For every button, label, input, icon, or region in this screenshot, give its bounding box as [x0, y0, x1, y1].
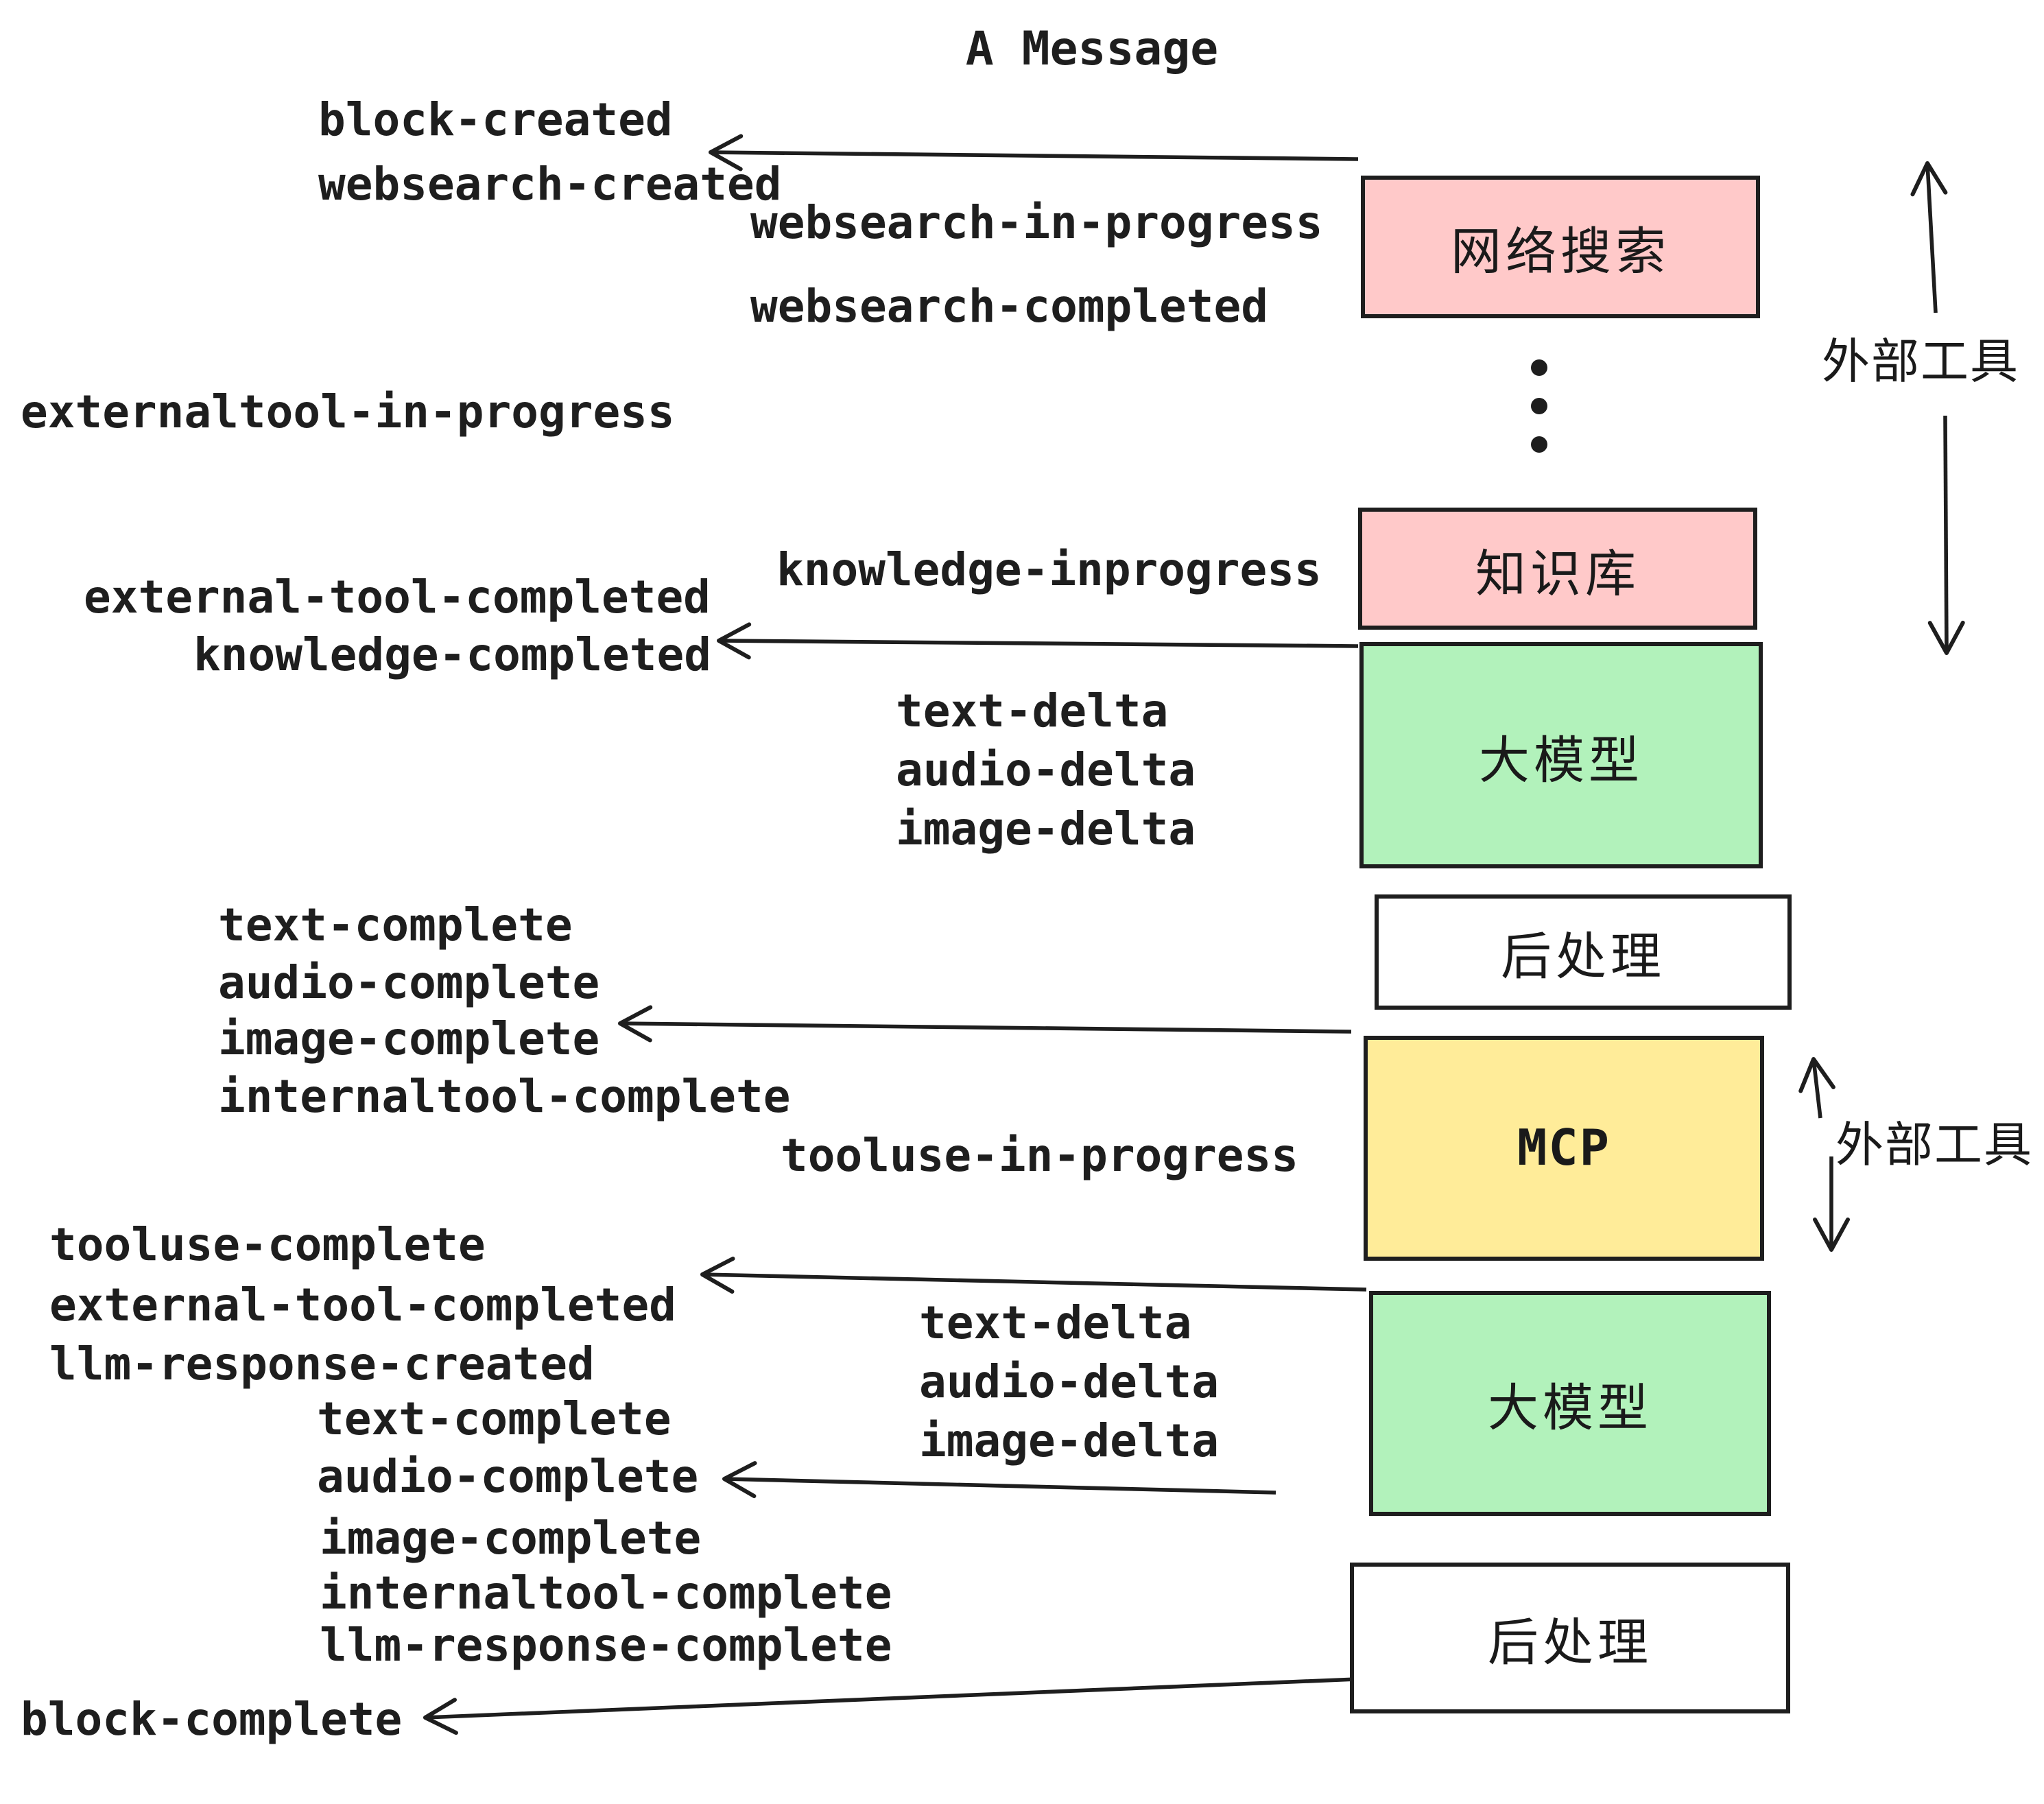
arrow-websearch-to-block-created [709, 134, 1359, 171]
event-label-audio-delta-2: audio-delta [919, 1355, 1220, 1408]
event-label-text-complete-1: text-complete [218, 898, 573, 951]
event-label-tooluse-in-progress: tooluse-in-progress [781, 1128, 1298, 1182]
event-label-image-complete-2: image-complete [320, 1511, 702, 1565]
arrow-llm2-to-tooluse-complete [700, 1257, 1367, 1294]
box-post-box-1: 后处理 [1375, 894, 1792, 1010]
event-label-llm-response-complete: llm-response-complete [320, 1618, 892, 1672]
ellipsis-dot [1531, 436, 1547, 453]
arrow-post2-to-block-complete [423, 1677, 1357, 1735]
external-tools-top-down-arrow [1927, 415, 1965, 655]
event-label-tooluse-complete: tooluse-complete [49, 1218, 486, 1271]
ellipsis-dot [1531, 398, 1547, 414]
event-label-external-tool-completed-2: external-tool-completed [49, 1278, 676, 1331]
box-knowledge-box-label: 知识库 [1475, 544, 1640, 603]
side-label-external-tools-top: 外部工具 [1822, 335, 2020, 390]
event-label-websearch-completed: websearch-completed [750, 279, 1268, 333]
event-label-text-delta-2: text-delta [919, 1296, 1192, 1349]
event-label-audio-complete-1: audio-complete [218, 956, 600, 1009]
event-label-external-tool-completed-1: external-tool-completed [84, 570, 711, 624]
box-llm-box-2: 大模型 [1369, 1291, 1771, 1516]
event-label-image-delta-2: image-delta [919, 1414, 1220, 1467]
event-label-websearch-in-progress: websearch-in-progress [750, 195, 1323, 249]
event-label-llm-response-created: llm-response-created [49, 1337, 595, 1390]
event-label-audio-complete-2: audio-complete [317, 1449, 699, 1503]
ellipsis-dots [1531, 359, 1547, 453]
box-post-box-2: 后处理 [1350, 1563, 1790, 1713]
box-post-box-1-label: 后处理 [1501, 927, 1665, 986]
event-label-block-complete: block-complete [21, 1692, 403, 1746]
box-llm-box-2-label: 大模型 [1488, 1379, 1652, 1438]
arrow-mcp-to-image-complete [618, 1005, 1352, 1043]
event-label-text-complete-2: text-complete [317, 1392, 672, 1445]
arrow-llm2-to-audio-complete [722, 1461, 1276, 1499]
box-websearch-box-label: 网络搜索 [1451, 222, 1670, 281]
event-label-externaltool-in-progress: externaltool-in-progress [21, 385, 675, 438]
box-llm-box-1: 大模型 [1359, 642, 1763, 868]
event-label-audio-delta-1: audio-delta [896, 743, 1196, 796]
event-label-image-delta-1: image-delta [896, 802, 1196, 855]
arrow-llm-to-knowledge-completed [717, 622, 1359, 660]
event-label-knowledge-inprogress: knowledge-inprogress [776, 543, 1322, 596]
box-websearch-box: 网络搜索 [1361, 176, 1760, 318]
event-label-websearch-created: websearch-created [318, 157, 782, 211]
event-label-internaltool-complete-1: internaltool-complete [218, 1069, 791, 1123]
external-tools-mcp-up-arrow [1798, 1057, 1835, 1119]
external-tools-top-up-arrow [1910, 161, 1948, 313]
diagram-title: A Message [965, 22, 1219, 77]
event-label-internaltool-complete-2: internaltool-complete [320, 1566, 892, 1619]
event-label-knowledge-completed: knowledge-completed [193, 628, 711, 681]
box-mcp-box: MCP [1364, 1036, 1764, 1261]
box-knowledge-box: 知识库 [1358, 508, 1757, 630]
event-label-block-created: block-created [318, 93, 673, 146]
box-llm-box-1-label: 大模型 [1479, 731, 1643, 790]
side-label-external-tools-mcp: 外部工具 [1835, 1119, 2034, 1174]
event-label-text-delta-1: text-delta [896, 684, 1169, 737]
box-mcp-box-label: MCP [1517, 1120, 1611, 1176]
event-label-image-complete-1: image-complete [218, 1012, 600, 1065]
ellipsis-dot [1531, 359, 1547, 376]
box-post-box-2-label: 后处理 [1488, 1613, 1652, 1672]
